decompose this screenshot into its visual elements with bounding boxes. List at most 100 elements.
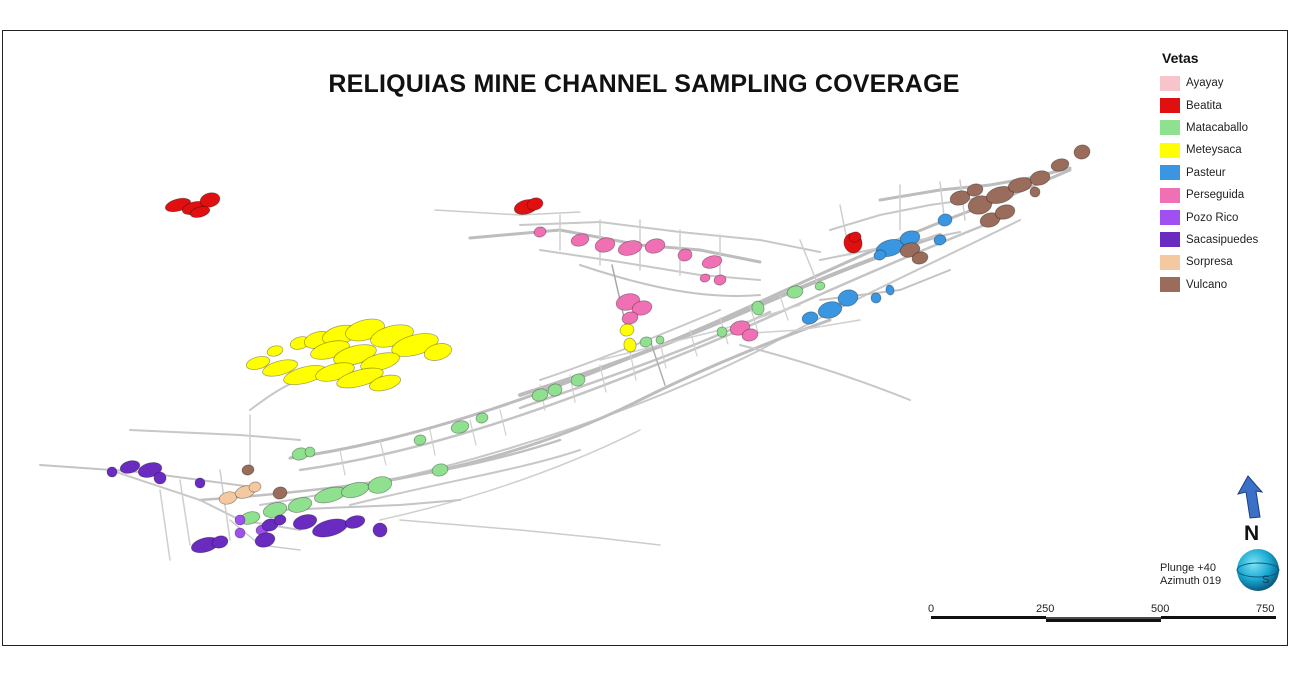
legend-label: Pasteur [1186, 166, 1226, 179]
legend-item-meteysaca: Meteysaca [1160, 139, 1280, 161]
vein-solid [360, 352, 400, 372]
vein-solid [199, 192, 221, 208]
legend-item-matacaballo: Matacaballo [1160, 117, 1280, 139]
vein-solid [367, 476, 393, 494]
vein-solid [431, 463, 449, 477]
vein-solid [547, 383, 563, 397]
vein-solid [292, 514, 318, 530]
legend-label: Pozo Rico [1186, 211, 1239, 224]
vein-solid [870, 292, 882, 304]
legend-item-pozo-rico: Pozo Rico [1160, 206, 1280, 228]
vein-solid [885, 284, 895, 296]
vein-solid [594, 237, 616, 253]
vein-solid [848, 231, 862, 243]
vein-solid [234, 514, 246, 526]
vein-solid [423, 343, 453, 361]
vein-solid [194, 477, 206, 489]
vein-solid [1029, 170, 1051, 186]
vein-solid [937, 213, 953, 227]
vein-solid [621, 311, 639, 325]
vein-solid [413, 434, 427, 446]
vein-solid [699, 273, 711, 283]
legend-swatch [1160, 277, 1180, 293]
scale-tick-0: 0 [928, 603, 935, 615]
vein-solid [837, 289, 859, 307]
scale-tick-500: 500 [1151, 603, 1170, 615]
legend-label: Sacasipuedes [1186, 233, 1259, 246]
legend-item-sacasipuedes: Sacasipuedes [1160, 229, 1280, 251]
legend-item-sorpresa: Sorpresa [1160, 251, 1280, 273]
legend-swatch [1160, 232, 1180, 248]
vein-perseguida [533, 226, 759, 342]
vein-solid [751, 300, 765, 316]
vein-solid [273, 514, 287, 526]
scale-tick-250: 250 [1036, 603, 1055, 615]
legend-item-vulcano: Vulcano [1160, 274, 1280, 296]
vein-solid [677, 248, 693, 262]
vein-solid [617, 240, 643, 256]
vein-vulcano [241, 144, 1091, 500]
vein-solid [631, 300, 653, 316]
vein-solids [106, 144, 1091, 554]
azimuth-label: Azimuth 019 [1160, 575, 1222, 587]
vein-solid [531, 388, 549, 402]
vein-solid [570, 373, 586, 387]
legend-swatch [1160, 165, 1180, 181]
vein-solid [272, 486, 288, 500]
vein-solid [304, 446, 316, 458]
vein-solid [716, 326, 728, 338]
plunge-label: Plunge +40 [1160, 562, 1216, 574]
legend-title: Vetas [1162, 50, 1199, 66]
scale-tick-750: 750 [1256, 603, 1275, 615]
vein-solid [644, 238, 666, 254]
vein-solid [786, 285, 804, 299]
legend-swatch [1160, 75, 1180, 91]
legend-label: Meteysaca [1186, 144, 1242, 157]
vein-solid [570, 233, 590, 247]
vein-solid [817, 301, 843, 319]
vein-solid [619, 323, 635, 337]
vein-solid [336, 367, 384, 389]
vein-solid [639, 336, 653, 348]
vein-solid [1050, 158, 1070, 172]
vein-solid [526, 197, 544, 211]
vein-solid [899, 242, 921, 258]
vein-beatita [164, 192, 863, 254]
vein-solid [949, 190, 971, 206]
vein-solid [287, 497, 313, 513]
vein-solid [701, 255, 723, 269]
legend-label: Matacaballo [1186, 121, 1249, 134]
legend-label: Ayayay [1186, 77, 1224, 90]
vein-solid [211, 535, 229, 549]
vein-solid [655, 335, 665, 345]
view-compass-icon: S [1236, 549, 1280, 591]
compass-label: S [1262, 574, 1269, 586]
legend-item-perseguida: Perseguida [1160, 184, 1280, 206]
vein-solid [873, 249, 887, 261]
vein-meteysaca [245, 318, 637, 392]
north-arrow-icon [1237, 475, 1264, 519]
vein-solid [153, 471, 167, 485]
vein-solid [262, 359, 298, 377]
vein-solid [1073, 144, 1091, 160]
legend-swatch [1160, 98, 1180, 114]
legend-item-beatita: Beatita [1160, 94, 1280, 116]
vein-solid [369, 374, 401, 392]
legend-swatch [1160, 120, 1180, 136]
vein-solid [475, 412, 489, 424]
legend-item-pasteur: Pasteur [1160, 162, 1280, 184]
vein-solid [966, 183, 984, 197]
view-orientation: Plunge +40 Azimuth 019 [1160, 562, 1221, 588]
vein-solid [814, 281, 826, 291]
legend-label: Perseguida [1186, 189, 1245, 202]
scale-bar [931, 616, 1276, 622]
vein-matacaballo [239, 281, 826, 525]
vein-solid [106, 466, 118, 478]
legend-swatch [1160, 187, 1180, 203]
legend-label: Sorpresa [1186, 256, 1233, 269]
legend-label: Vulcano [1186, 278, 1228, 291]
vein-solid [234, 527, 246, 539]
vein-solid [741, 328, 759, 342]
